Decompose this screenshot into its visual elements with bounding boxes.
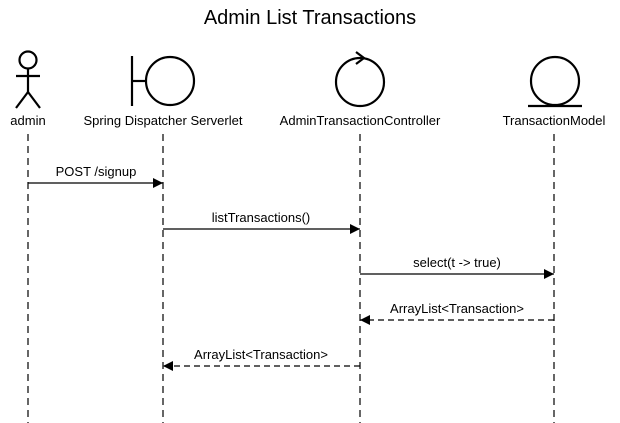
message-label: ArrayList<Transaction>: [194, 347, 328, 362]
message-return-to-controller: ArrayList<Transaction>: [360, 301, 554, 325]
participant-label-admin: admin: [10, 113, 45, 128]
control-icon: [334, 51, 386, 108]
participant-label-model: TransactionModel: [503, 113, 606, 128]
entity-icon: [528, 55, 582, 108]
boundary-icon: [130, 55, 196, 107]
message-label: listTransactions(): [212, 210, 310, 225]
participant-label-controller: AdminTransactionController: [280, 113, 441, 128]
message-label: select(t -> true): [413, 255, 501, 270]
message-select: select(t -> true): [360, 255, 554, 279]
message-list-transactions: listTransactions(): [163, 210, 360, 234]
participant-model: TransactionModel: [503, 55, 606, 423]
diagram-title: Admin List Transactions: [204, 7, 416, 29]
message-return-to-dispatcher: ArrayList<Transaction>: [163, 347, 360, 371]
participant-controller: AdminTransactionController: [280, 51, 441, 423]
participant-label-dispatcher: Spring Dispatcher Serverlet: [84, 113, 243, 128]
participant-admin: admin: [10, 50, 46, 423]
actor-stick-figure-icon: [15, 50, 41, 109]
message-label: POST /signup: [56, 164, 137, 179]
participant-dispatcher: Spring Dispatcher Serverlet: [84, 55, 243, 423]
message-label: ArrayList<Transaction>: [390, 301, 524, 316]
message-post-signup: POST /signup: [28, 164, 163, 188]
